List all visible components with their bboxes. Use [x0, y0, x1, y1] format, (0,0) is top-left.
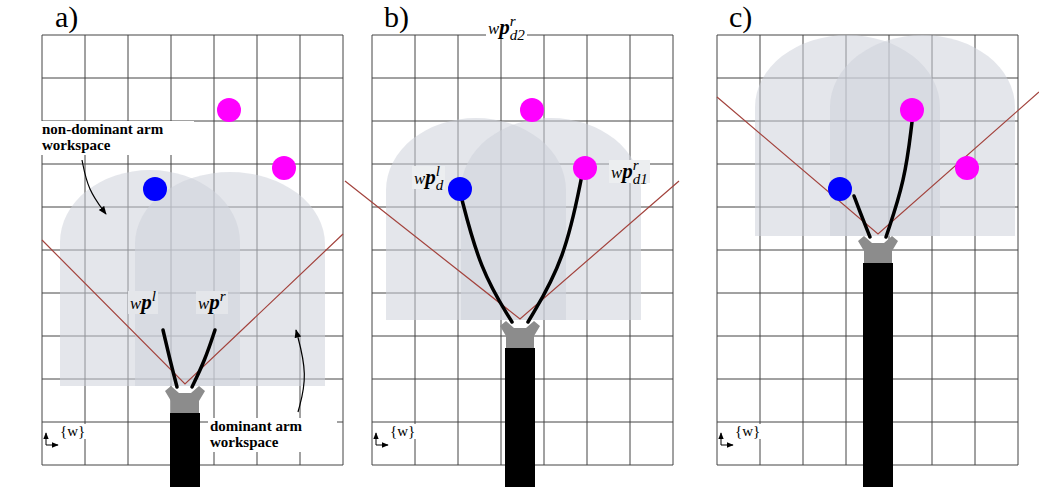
- target-point: [573, 156, 597, 180]
- view-cone: [42, 234, 343, 384]
- endoscope-head: [500, 321, 540, 348]
- endoscope-tube: [170, 413, 200, 487]
- index-text: r: [510, 14, 516, 29]
- frame-axis: [46, 433, 47, 445]
- label-text: a): [55, 2, 78, 32]
- label-text: w: [198, 296, 209, 313]
- index-text: d1: [633, 172, 648, 187]
- view-cone: [717, 92, 1039, 234]
- arm-workspace: [830, 35, 1015, 236]
- label-text: w: [488, 21, 499, 38]
- frame-axis: [376, 433, 377, 445]
- label-text: w: [414, 171, 425, 188]
- label-text: p: [499, 17, 510, 38]
- frame-label: {w}: [733, 424, 762, 439]
- label-text: w: [611, 165, 622, 182]
- target-point: [900, 98, 924, 122]
- arm-workspace: [461, 118, 641, 320]
- continuum-arm: [460, 192, 512, 322]
- label-text: non-dominant arm workspace: [42, 122, 192, 154]
- label-text: p: [425, 167, 436, 188]
- label-text: w: [130, 296, 141, 313]
- frame-axis: [721, 433, 722, 445]
- target-point: [272, 156, 296, 180]
- frame-label: {w}: [388, 424, 417, 439]
- leader-arrow: [296, 330, 304, 412]
- panel-label: c): [729, 2, 752, 32]
- index-text: l: [436, 164, 440, 179]
- target-point: [217, 98, 241, 122]
- annotation: dominant arm workspace: [208, 418, 337, 452]
- index-text: r: [220, 289, 226, 304]
- target-point: [448, 177, 472, 201]
- panel-label: b): [384, 2, 409, 32]
- position-symbol: wpr: [196, 291, 228, 314]
- target-point: [520, 98, 544, 122]
- panel-drawing: [42, 35, 343, 487]
- index-text: l: [152, 289, 156, 304]
- panel-drawing: [717, 35, 1039, 487]
- label-text: dominant arm workspace: [210, 419, 335, 451]
- grid: [42, 35, 343, 465]
- continuum-arm: [528, 170, 583, 322]
- leader-arrow: [82, 160, 106, 214]
- frame-axis: [721, 445, 733, 446]
- position-symbol: wpl: [128, 291, 158, 314]
- frame-axis: [46, 445, 58, 446]
- endoscope-tube: [863, 263, 893, 487]
- label-text: c): [729, 2, 752, 32]
- position-symbol: wprd1: [609, 160, 650, 183]
- label-text: {w}: [390, 424, 415, 439]
- annotation: non-dominant arm workspace: [40, 121, 194, 155]
- position-symbol: wpld: [412, 166, 445, 189]
- continuum-arm: [886, 122, 912, 237]
- target-point: [955, 156, 979, 180]
- frame-axis: [376, 445, 388, 446]
- position-symbol: wprd2: [486, 16, 527, 39]
- label-text: p: [141, 292, 152, 313]
- endoscope-tube: [505, 348, 535, 487]
- panel-label: a): [55, 2, 78, 32]
- target-point: [828, 177, 852, 201]
- index-text: d2: [510, 28, 525, 43]
- label-text: b): [384, 2, 409, 32]
- endoscope-head: [165, 386, 205, 413]
- panel-drawing: [345, 35, 679, 487]
- frame-label: {w}: [58, 424, 87, 439]
- index-text: r: [633, 158, 639, 173]
- arm-workspace: [135, 172, 325, 386]
- view-cone: [345, 181, 679, 319]
- continuum-arm: [854, 196, 870, 237]
- continuum-arm: [192, 330, 215, 387]
- label-text: {w}: [60, 424, 85, 439]
- label-text: p: [209, 292, 220, 313]
- endoscope-head: [858, 236, 898, 263]
- target-point: [143, 177, 167, 201]
- label-text: p: [622, 161, 633, 182]
- index-text: d: [436, 178, 444, 193]
- continuum-arm: [163, 330, 177, 387]
- label-text: {w}: [735, 424, 760, 439]
